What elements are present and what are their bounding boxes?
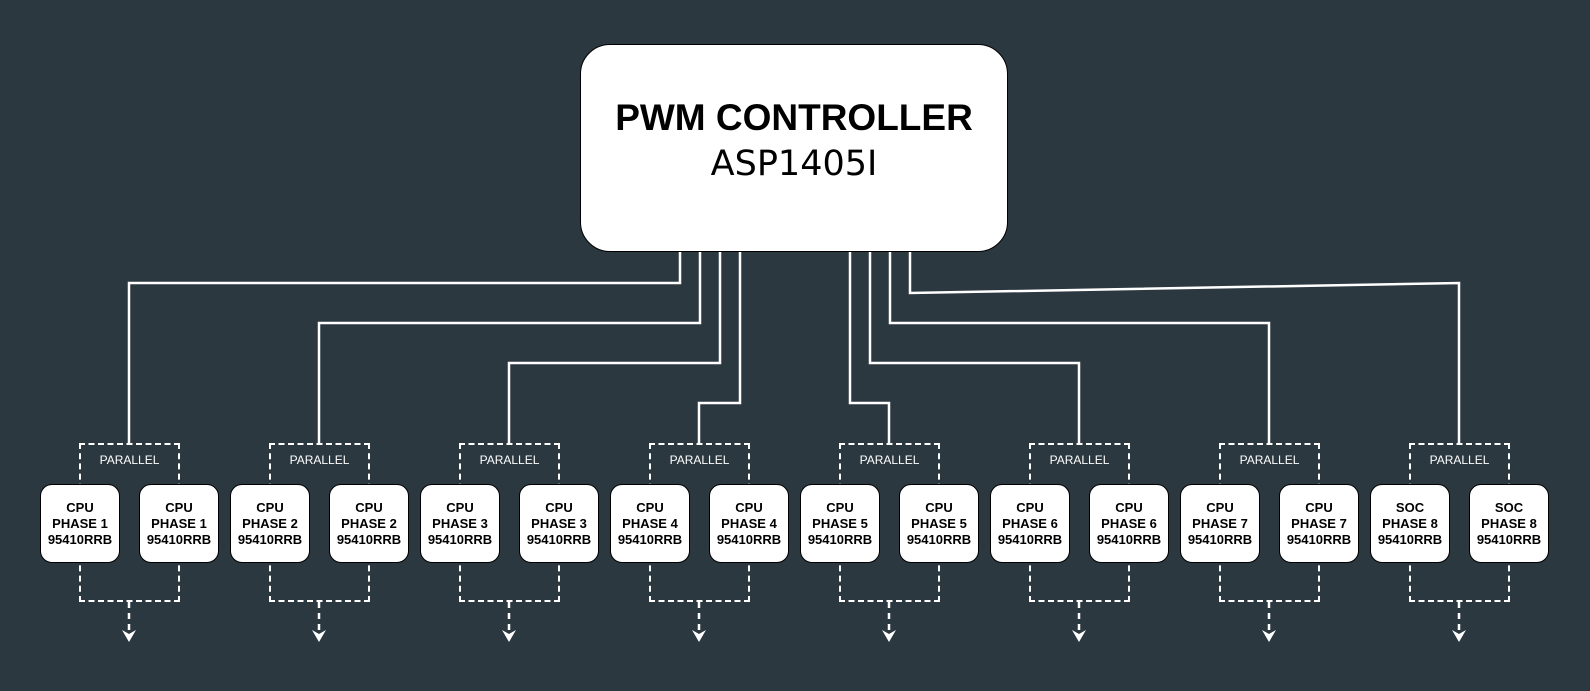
phase-type: CPU (1206, 499, 1234, 515)
phase-part: 95410RRB (1377, 531, 1443, 547)
phase-phase: PHASE 3 (432, 515, 488, 531)
phase-part: 95410RRB (146, 531, 212, 547)
phase-phase: PHASE 8 (1481, 515, 1537, 531)
wire-group-6 (868, 252, 1081, 443)
phase-phase: PHASE 1 (52, 515, 108, 531)
phase-phase: PHASE 6 (1002, 515, 1058, 531)
parallel-label: PARALLEL (669, 453, 730, 467)
parallel-label: PARALLEL (479, 453, 540, 467)
phase-phase: PHASE 6 (1101, 515, 1157, 531)
phase-part: 95410RRB (617, 531, 683, 547)
wire-group-5 (848, 252, 891, 443)
phase-type: CPU (925, 499, 953, 515)
arrow-down-icon (1072, 630, 1086, 642)
phase-phase: PHASE 1 (151, 515, 207, 531)
phase-part: 95410RRB (1096, 531, 1162, 547)
arrow-down-icon (502, 630, 516, 642)
phase-part: 95410RRB (427, 531, 493, 547)
phase-phase: PHASE 3 (531, 515, 587, 531)
phase-part: 95410RRB (1286, 531, 1352, 547)
phase-type: CPU (826, 499, 854, 515)
phase-part: 95410RRB (1187, 531, 1253, 547)
parallel-label: PARALLEL (99, 453, 160, 467)
phase-type: SOC (1395, 499, 1425, 515)
arrow-down-icon (1262, 630, 1276, 642)
phase-type: CPU (256, 499, 284, 515)
arrow-down-icon (1452, 630, 1466, 642)
phase-type: SOC (1494, 499, 1524, 515)
arrow-down-icon (122, 630, 136, 642)
parallel-label: PARALLEL (289, 453, 350, 467)
phase-phase: PHASE 2 (242, 515, 298, 531)
phase-part: 95410RRB (47, 531, 113, 547)
phase-part: 95410RRB (997, 531, 1063, 547)
phase-part: 95410RRB (526, 531, 592, 547)
wire-group-3 (507, 252, 722, 443)
phase-phase: PHASE 5 (812, 515, 868, 531)
phase-phase: PHASE 7 (1192, 515, 1248, 531)
phase-type: CPU (66, 499, 94, 515)
controller-title: PWM CONTROLLER (615, 97, 973, 138)
wire-group-1 (127, 252, 682, 443)
phase-part: 95410RRB (807, 531, 873, 547)
phase-part: 95410RRB (716, 531, 782, 547)
phase-type: CPU (636, 499, 664, 515)
wire-group-8 (908, 252, 1461, 443)
phase-phase: PHASE 4 (622, 515, 678, 531)
phase-type: CPU (165, 499, 193, 515)
phase-type: CPU (1016, 499, 1044, 515)
phase-type: CPU (735, 499, 763, 515)
phase-phase: PHASE 4 (721, 515, 777, 531)
pwm-controller: PWM CONTROLLER ASP1405I (580, 44, 1008, 252)
wire-group-2 (317, 252, 702, 443)
phase-part: 95410RRB (336, 531, 402, 547)
phase-part: 95410RRB (237, 531, 303, 547)
phase-type: CPU (355, 499, 383, 515)
phase-type: CPU (1305, 499, 1333, 515)
controller-model: ASP1405I (710, 144, 878, 184)
phase-type: CPU (545, 499, 573, 515)
parallel-label: PARALLEL (859, 453, 920, 467)
parallel-label: PARALLEL (1049, 453, 1110, 467)
phase-type: CPU (1115, 499, 1143, 515)
arrow-down-icon (312, 630, 326, 642)
phase-part: 95410RRB (906, 531, 972, 547)
parallel-label: PARALLEL (1239, 453, 1300, 467)
phase-phase: PHASE 8 (1382, 515, 1438, 531)
arrow-down-icon (882, 630, 896, 642)
phase-phase: PHASE 2 (341, 515, 397, 531)
phase-part: 95410RRB (1476, 531, 1542, 547)
wire-group-4 (697, 252, 742, 443)
parallel-label: PARALLEL (1429, 453, 1490, 467)
phase-phase: PHASE 7 (1291, 515, 1347, 531)
arrow-down-icon (692, 630, 706, 642)
wire-group-7 (888, 252, 1271, 443)
phase-phase: PHASE 5 (911, 515, 967, 531)
phase-type: CPU (446, 499, 474, 515)
